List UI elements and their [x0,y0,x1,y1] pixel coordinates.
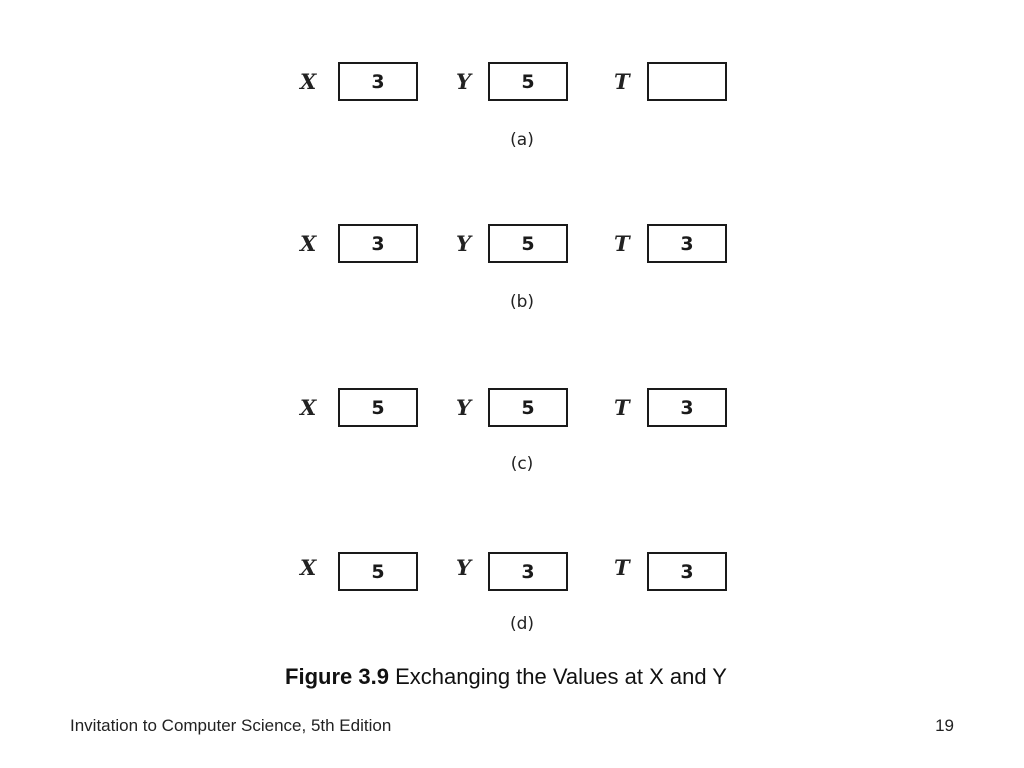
variable-label-t: T [614,231,630,256]
variable-box-x: 3 [338,224,418,263]
step-caption: (b) [509,292,535,312]
step-caption: (c) [510,454,534,474]
variable-box-y: 5 [488,388,568,427]
variable-box-y: 5 [488,224,568,263]
footer-book-title: Invitation to Computer Science, 5th Edit… [70,716,392,735]
step-b: X 3 Y 5 T 3 (b) [0,222,1024,332]
variable-label-x: X [300,395,317,420]
step-caption: (d) [509,614,535,634]
variable-label-t: T [614,69,630,94]
variable-box-t: 3 [647,552,727,591]
figure-caption: Figure 3.9 Exchanging the Values at X an… [0,664,1012,690]
variable-label-x: X [300,555,317,580]
step-caption: (a) [510,130,534,150]
variable-label-y: Y [456,69,471,94]
variable-label-x: X [300,69,317,94]
variable-label-y: Y [456,231,471,256]
step-c: X 5 Y 5 T 3 (c) [0,386,1024,496]
variable-label-y: Y [456,395,471,420]
footer-page-number: 19 [935,716,954,735]
variable-box-y: 3 [488,552,568,591]
step-d: X 5 Y 3 T 3 (d) [0,550,1024,660]
figure-title-text: Exchanging the Values at X and Y [395,664,727,689]
step-a: X 3 Y 5 T (a) [0,60,1024,170]
swap-diagram: X 3 Y 5 T (a) X 3 Y 5 T 3 (b) X 5 Y 5 T … [0,60,1024,634]
variable-label-x: X [300,231,317,256]
variable-label-t: T [614,555,630,580]
variable-label-t: T [614,395,630,420]
variable-box-x: 5 [338,552,418,591]
variable-box-y: 5 [488,62,568,101]
variable-box-t: 3 [647,224,727,263]
variable-box-t: 3 [647,388,727,427]
variable-label-y: Y [456,555,471,580]
variable-box-x: 3 [338,62,418,101]
variable-box-t [647,62,727,101]
variable-box-x: 5 [338,388,418,427]
figure-number: Figure 3.9 [285,664,389,689]
